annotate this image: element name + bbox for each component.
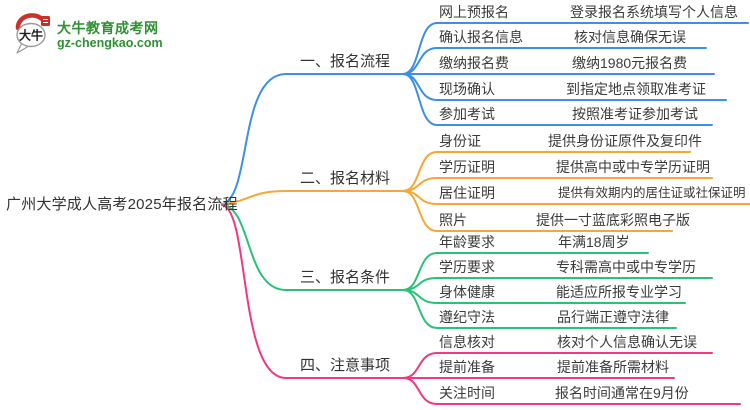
leaf-node: 提供一寸蓝底彩照电子版 [536,212,690,228]
sub-node: 网上预报名 [439,4,509,20]
leaf-node: 核对信息确保无误 [574,29,686,45]
sub-node: 年龄要求 [439,234,495,250]
sub-node: 确认报名信息 [439,29,523,45]
leaf-node: 能适应所报专业学习 [556,284,682,300]
branch-label-3: 三、报名条件 [299,269,390,286]
sub-node: 关注时间 [439,385,495,401]
branch-label-4: 四、注意事项 [299,357,390,374]
sub-node: 照片 [439,212,467,228]
site-logo: 大牛 大牛教育成考网 gz-chengkao.com [14,13,214,63]
branch-label-2: 二、报名材料 [299,170,390,187]
logo-icon-text: 大牛 [19,28,43,43]
leaf-node: 提供有效期内的居住证或社保证明 [558,186,746,200]
branch-3-lines [221,204,713,329]
leaf-node: 提前准备所需材料 [557,359,669,375]
logo-seal [41,16,50,26]
branch-1-lines [221,22,749,205]
leaf-node: 报名时间通常在9月份 [555,385,689,401]
sub-node: 身份证 [439,133,481,149]
leaf-node: 提供高中或中专学历证明 [556,159,710,175]
sub-node: 遵纪守法 [439,309,495,325]
leaf-node: 核对个人信息确认无误 [557,334,697,350]
sub-node: 身体健康 [439,284,495,300]
logo-domain: gz-chengkao.com [57,36,163,50]
sub-node: 现场确认 [439,81,495,97]
leaf-node: 年满18周岁 [558,234,630,250]
sub-node: 学历证明 [439,159,495,175]
leaf-node: 到指定地点领取准考证 [566,81,706,97]
leaf-node: 品行端正遵守法律 [557,309,669,325]
logo-title: 大牛教育成考网 [57,20,159,36]
leaf-node: 登录报名系统填写个人信息 [570,4,738,20]
sub-node: 提前准备 [439,359,495,375]
branch-4-lines [221,204,741,405]
sub-node: 信息核对 [439,334,495,350]
sub-node: 缴纳报名费 [439,55,509,71]
daniu-logo-icon: 大牛 [15,13,50,54]
branch-label-1: 一、报名流程 [299,53,390,70]
leaf-node: 专科需高中或中专学历 [556,259,696,275]
leaf-node: 提供身份证原件及复印件 [548,133,702,149]
branch-2-lines [221,151,750,232]
root-node: 广州大学成人高考2025年报名流程 [6,196,238,213]
leaf-node: 按照准考证参加考试 [572,106,698,122]
sub-node: 学历要求 [439,259,495,275]
sub-node: 参加考试 [439,106,495,122]
sub-node: 居住证明 [439,185,495,201]
leaf-node: 缴纳1980元报名费 [572,55,688,71]
